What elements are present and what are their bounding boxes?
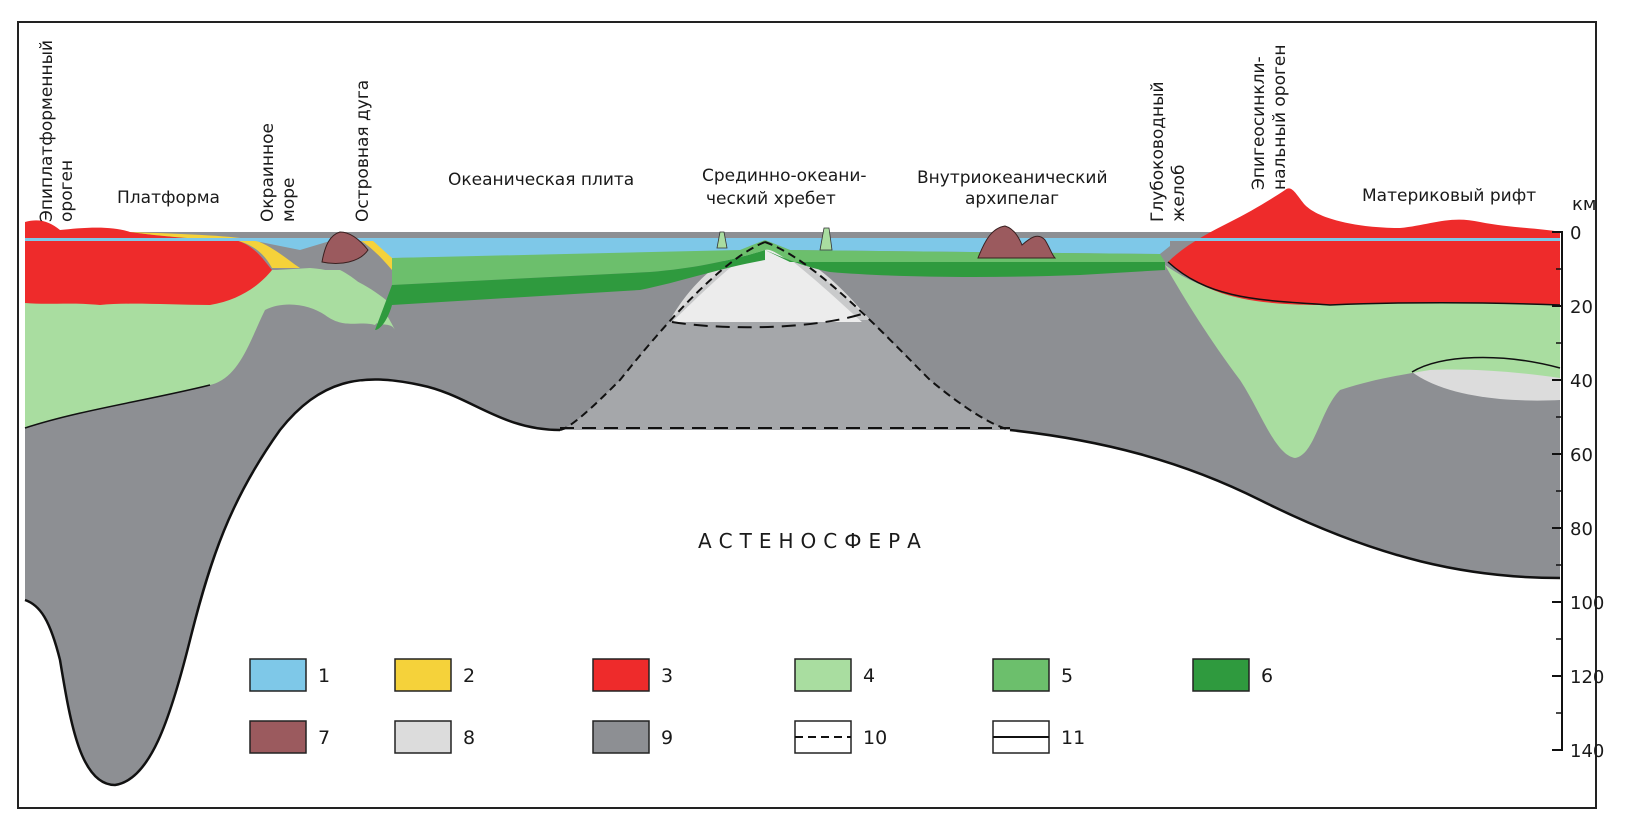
depth-tick-label: 60 [1570,445,1593,466]
oceanic-basalt-west [375,250,765,330]
depth-axis-unit: км [1572,194,1596,215]
archipelago-volcanic-island [977,225,1057,259]
legend-number-11: 11 [1061,727,1085,749]
legend-number-7: 7 [318,727,330,749]
moho-east [1167,261,1561,306]
legend-number-4: 4 [863,665,875,687]
label-platform: Платформа [117,188,220,208]
diagram-frame [17,21,1597,809]
label-epigeosynclinal-orogen-line2: нальный ороген [1270,44,1290,190]
legend-swatch-7 [249,720,307,754]
depth-tick-label: 100 [1570,593,1604,614]
moho-west [24,384,211,429]
label-epiplatform-orogen-line2: ороген [57,160,77,222]
legend: 1 2 3 4 5 6 7 8 9 10 11 [249,658,1273,754]
label-deep-trench-line1: Глубоководный [1148,81,1168,222]
legend-number-10: 10 [863,727,887,749]
legend-number-5: 5 [1061,665,1073,687]
legend-number-1: 1 [318,665,330,687]
ocean-water [240,238,1170,258]
legend-swatch-8 [394,720,452,754]
lithosphere-base-line [24,378,561,787]
continental-lower-crust-east [1165,265,1560,458]
legend-swatch-5 [992,658,1050,692]
label-mid-ocean-ridge-line1: Срединно-океани- [702,166,867,186]
lithospheric-mantle-area [25,232,1560,785]
epigeosynclinal-orogen-crust [1168,188,1560,305]
label-continental-rift: Материковый рифт [1362,186,1536,206]
lithosphere-base-line-east [1009,428,1561,580]
legend-swatch-6 [1192,658,1250,692]
label-marginal-sea-line2: море [279,178,299,222]
depth-tick-label: 0 [1570,223,1581,244]
legend-number-3: 3 [661,665,673,687]
ridge-flank-east [764,241,1011,431]
oceanic-layer-east [765,240,1165,262]
label-deep-trench-line2: желоб [1169,164,1189,222]
label-island-arc: Островная дуга [353,80,373,222]
legend-swatch-9 [592,720,650,754]
depth-tick-label: 20 [1570,297,1593,318]
oceanic-layer-west [392,240,765,285]
legend-swatch-3 [592,658,650,692]
ridge-flank-west [559,241,766,431]
legend-number-2: 2 [463,665,475,687]
label-archipelago-line2: архипелаг [965,189,1059,209]
label-asthenosphere: АСТЕНОСФЕРА [698,529,928,553]
label-epigeosynclinal-orogen-line1: Эпигеосинкли- [1249,56,1269,190]
legend-swatch-2 [394,658,452,692]
legend-number-9: 9 [661,727,673,749]
ridge-asthenosphere-rise [560,242,1010,430]
ridge-light-core [672,242,862,322]
legend-number-8: 8 [463,727,475,749]
epiplatform-orogen-crust [25,220,272,305]
seamount-east [819,227,833,251]
label-mid-ocean-ridge-line2: ческий хребет [706,189,836,209]
depth-tick-label: 40 [1570,371,1593,392]
continental-lower-crust-west-2 [25,268,392,428]
rift-lens-outline [1411,356,1561,373]
depth-tick-label: 120 [1570,667,1604,688]
seamount-west [716,231,728,249]
label-oceanic-plate: Океаническая плита [448,170,634,190]
depth-tick-label: 80 [1570,519,1593,540]
island-arc-volcano [321,231,369,264]
depth-tick-label: 140 [1570,741,1604,762]
depth-axis-ticks: 0 20 40 60 80 100 120 140 [1552,223,1604,762]
legend-number-6: 6 [1261,665,1273,687]
dashed-arc-ridge [671,313,863,329]
label-epiplatform-orogen-line1: Эпиплатформенный [37,40,57,222]
oceanic-basalt-east [765,250,1165,277]
legend-swatch-1 [249,658,307,692]
legend-swatch-4 [794,658,852,692]
sea-level-line [25,238,1560,241]
label-marginal-sea-line1: Окраинное [258,123,278,222]
label-archipelago-line1: Внутриокеанический [917,168,1108,188]
